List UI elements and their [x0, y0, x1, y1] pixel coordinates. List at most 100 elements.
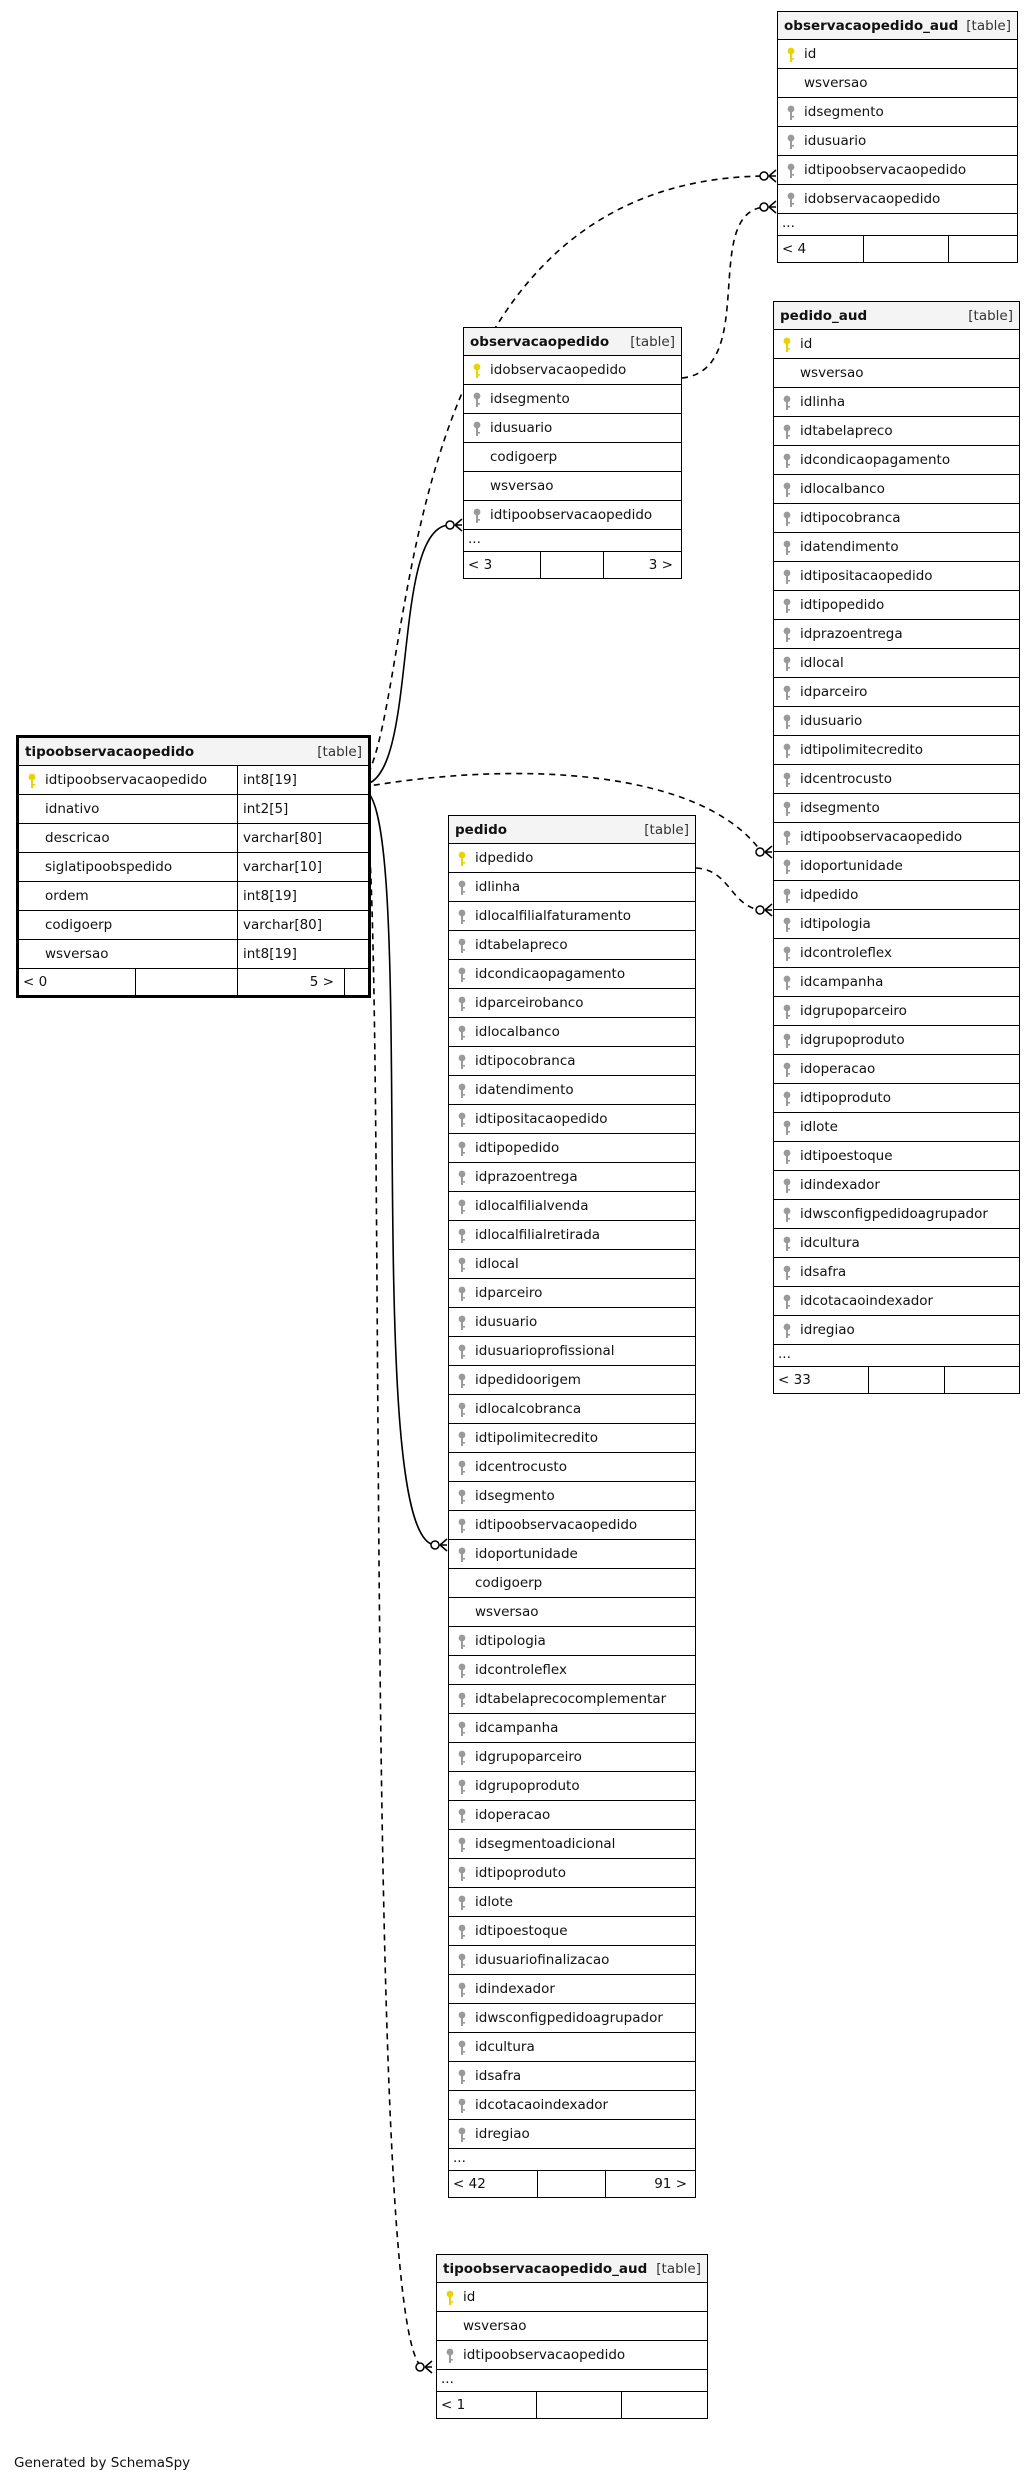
column-row-idparceiro[interactable]: idparceiro [774, 678, 1019, 707]
column-row-idtabelaprecocomplementar[interactable]: idtabelaprecocomplementar [449, 1685, 695, 1714]
column-row-idcultura[interactable]: idcultura [774, 1229, 1019, 1258]
column-row-idoportunidade[interactable]: idoportunidade [449, 1540, 695, 1569]
column-row-idlinha[interactable]: idlinha [774, 388, 1019, 417]
column-row-idtipopedido[interactable]: idtipopedido [774, 591, 1019, 620]
column-row-idcampanha[interactable]: idcampanha [774, 968, 1019, 997]
column-row-idlocalfilialfaturamento[interactable]: idlocalfilialfaturamento [449, 902, 695, 931]
column-row-idtipocobranca[interactable]: idtipocobranca [774, 504, 1019, 533]
column-row-idindexador[interactable]: idindexador [449, 1975, 695, 2004]
column-row-idcondicaopagamento[interactable]: idcondicaopagamento [774, 446, 1019, 475]
column-row-codigoerp[interactable]: codigoerp [449, 1569, 695, 1598]
column-row-idprazoentrega[interactable]: idprazoentrega [774, 620, 1019, 649]
column-row-idtabelapreco[interactable]: idtabelapreco [774, 417, 1019, 446]
column-row-idtipoobservacaopedido[interactable]: idtipoobservacaopedido [778, 156, 1017, 185]
column-row-idtipoproduto[interactable]: idtipoproduto [449, 1859, 695, 1888]
column-row-idtipoproduto[interactable]: idtipoproduto [774, 1084, 1019, 1113]
column-row-idobservacaopedido[interactable]: idobservacaopedido [778, 185, 1017, 214]
column-row-codigoerp[interactable]: codigoerp [464, 443, 681, 472]
column-row-idgrupoproduto[interactable]: idgrupoproduto [449, 1772, 695, 1801]
column-row-idobservacaopedido[interactable]: idobservacaopedido [464, 356, 681, 385]
column-row-idsegmentoadicional[interactable]: idsegmentoadicional [449, 1830, 695, 1859]
column-row-id[interactable]: id [774, 330, 1019, 359]
column-row-idcontroleflex[interactable]: idcontroleflex [449, 1656, 695, 1685]
column-row-idpedidoorigem[interactable]: idpedidoorigem [449, 1366, 695, 1395]
column-row-idcontroleflex[interactable]: idcontroleflex [774, 939, 1019, 968]
table-tipoobservacaopedido[interactable]: tipoobservacaopedido [table] idtipoobser… [16, 735, 371, 998]
column-row-idtipocobranca[interactable]: idtipocobranca [449, 1047, 695, 1076]
column-row-idatendimento[interactable]: idatendimento [774, 533, 1019, 562]
column-row-idusuario[interactable]: idusuario [774, 707, 1019, 736]
column-row-idwsconfigpedidoagrupador[interactable]: idwsconfigpedidoagrupador [774, 1200, 1019, 1229]
column-row-idsegmento[interactable]: idsegmento [464, 385, 681, 414]
column-row-idlocalbanco[interactable]: idlocalbanco [449, 1018, 695, 1047]
column-row-idlinha[interactable]: idlinha [449, 873, 695, 902]
column-row-idlote[interactable]: idlote [774, 1113, 1019, 1142]
column-row-idtabelapreco[interactable]: idtabelapreco [449, 931, 695, 960]
column-row-idlocalfilialretirada[interactable]: idlocalfilialretirada [449, 1221, 695, 1250]
column-row-idindexador[interactable]: idindexador [774, 1171, 1019, 1200]
column-row-idtipoobservacaopedido[interactable]: idtipoobservacaopedido [449, 1511, 695, 1540]
column-row-idusuario[interactable]: idusuario [449, 1308, 695, 1337]
column-row-idtipoobservacaopedido[interactable]: idtipoobservacaopedido [437, 2341, 707, 2370]
column-row-idtipoobservacaopedido[interactable]: idtipoobservacaopedido [464, 501, 681, 530]
column-row-wsversao[interactable]: wsversao [778, 69, 1017, 98]
column-row-idtipologia[interactable]: idtipologia [449, 1627, 695, 1656]
column-row-idpedido[interactable]: idpedido [449, 844, 695, 873]
column-row-id[interactable]: id [778, 40, 1017, 69]
column-row-idoperacao[interactable]: idoperacao [774, 1055, 1019, 1084]
column-row-idtipopedido[interactable]: idtipopedido [449, 1134, 695, 1163]
column-row-idlocalbanco[interactable]: idlocalbanco [774, 475, 1019, 504]
column-row-idusuario[interactable]: idusuario [464, 414, 681, 443]
column-row-idcultura[interactable]: idcultura [449, 2033, 695, 2062]
column-row-idtipoobservacaopedido[interactable]: idtipoobservacaopedido [774, 823, 1019, 852]
column-row-idtipolimitecredito[interactable]: idtipolimitecredito [774, 736, 1019, 765]
column-row-idparceirobanco[interactable]: idparceirobanco [449, 989, 695, 1018]
column-row-idgrupoparceiro[interactable]: idgrupoparceiro [774, 997, 1019, 1026]
column-row-idtipolimitecredito[interactable]: idtipolimitecredito [449, 1424, 695, 1453]
column-row-idcampanha[interactable]: idcampanha [449, 1714, 695, 1743]
column-row-idtipoestoque[interactable]: idtipoestoque [774, 1142, 1019, 1171]
column-row-wsversao[interactable]: wsversao [449, 1598, 695, 1627]
column-row-idusuariofinalizacao[interactable]: idusuariofinalizacao [449, 1946, 695, 1975]
column-row-idcentrocusto[interactable]: idcentrocusto [774, 765, 1019, 794]
column-row-idsegmento[interactable]: idsegmento [774, 794, 1019, 823]
column-row-idlocal[interactable]: idlocal [449, 1250, 695, 1279]
column-row-id[interactable]: id [437, 2283, 707, 2312]
column-row-idusuarioprofissional[interactable]: idusuarioprofissional [449, 1337, 695, 1366]
column-row-idoperacao[interactable]: idoperacao [449, 1801, 695, 1830]
column-row-idtipoestoque[interactable]: idtipoestoque [449, 1917, 695, 1946]
column-row-wsversao[interactable]: wsversao [464, 472, 681, 501]
column-row-idlocal[interactable]: idlocal [774, 649, 1019, 678]
column-row-idregiao[interactable]: idregiao [449, 2120, 695, 2149]
column-row-idsegmento[interactable]: idsegmento [449, 1482, 695, 1511]
column-row-idlocalcobranca[interactable]: idlocalcobranca [449, 1395, 695, 1424]
column-row-idsafra[interactable]: idsafra [449, 2062, 695, 2091]
column-row-idwsconfigpedidoagrupador[interactable]: idwsconfigpedidoagrupador [449, 2004, 695, 2033]
column-row-idgrupoparceiro[interactable]: idgrupoparceiro [449, 1743, 695, 1772]
column-row-idsafra[interactable]: idsafra [774, 1258, 1019, 1287]
column-row-idparceiro[interactable]: idparceiro [449, 1279, 695, 1308]
column-row-idprazoentrega[interactable]: idprazoentrega [449, 1163, 695, 1192]
column-row-idlocalfilialvenda[interactable]: idlocalfilialvenda [449, 1192, 695, 1221]
column-row-idtipositacaopedido[interactable]: idtipositacaopedido [449, 1105, 695, 1134]
table-observacaopedido[interactable]: observacaopedido [table] idobservacaoped… [463, 327, 682, 579]
column-row-idpedido[interactable]: idpedido [774, 881, 1019, 910]
column-row-idtipositacaopedido[interactable]: idtipositacaopedido [774, 562, 1019, 591]
column-row-wsversao[interactable]: wsversao [437, 2312, 707, 2341]
column-row-wsversao[interactable]: wsversao [774, 359, 1019, 388]
column-row-idatendimento[interactable]: idatendimento [449, 1076, 695, 1105]
column-row-idcentrocusto[interactable]: idcentrocusto [449, 1453, 695, 1482]
column-row-idgrupoproduto[interactable]: idgrupoproduto [774, 1026, 1019, 1055]
column-row-idoportunidade[interactable]: idoportunidade [774, 852, 1019, 881]
